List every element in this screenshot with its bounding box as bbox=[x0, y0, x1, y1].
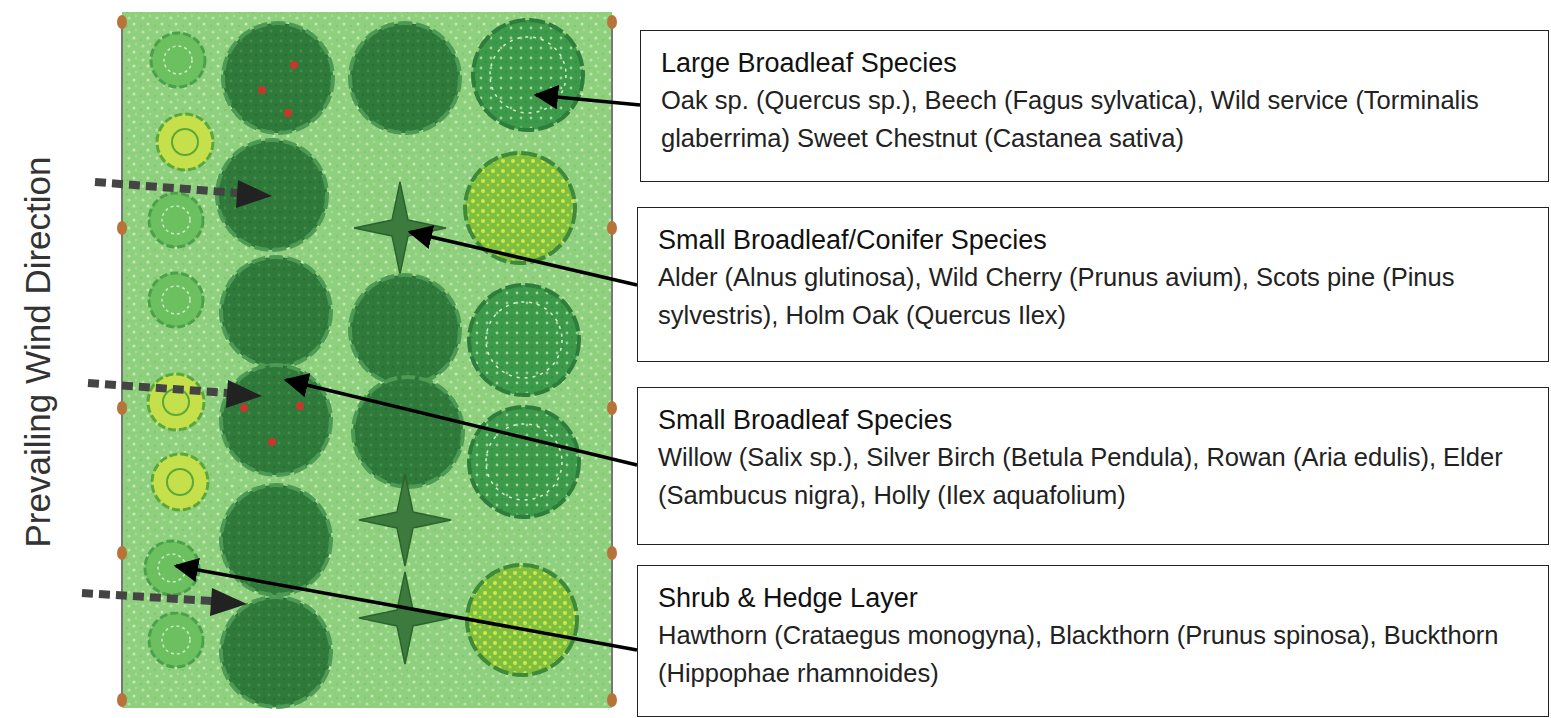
conifer-row bbox=[350, 23, 463, 664]
species-list: Hawthorn (Crataegus monogyna), Blackthor… bbox=[658, 616, 1530, 692]
wind-arrow bbox=[82, 180, 272, 616]
species-box: Shrub & Hedge LayerHawthorn (Crataegus m… bbox=[637, 565, 1549, 717]
box-heading: Small Broadleaf/Conifer Species bbox=[658, 222, 1530, 258]
species-box: Large Broadleaf SpeciesOak sp. (Quercus … bbox=[640, 30, 1549, 182]
large-broadleaf-row bbox=[465, 20, 583, 675]
species-box: Small Broadleaf/Conifer SpeciesAlder (Al… bbox=[637, 207, 1549, 362]
species-box: Small Broadleaf SpeciesWillow (Salix sp.… bbox=[637, 387, 1549, 545]
leader-line bbox=[176, 95, 640, 650]
species-list: Alder (Alnus glutinosa), Wild Cherry (Pr… bbox=[658, 258, 1530, 334]
box-heading: Large Broadleaf Species bbox=[661, 45, 1530, 81]
box-heading: Small Broadleaf Species bbox=[658, 402, 1530, 438]
axis-label: Prevailing Wind Direction bbox=[18, 157, 58, 548]
box-heading: Shrub & Hedge Layer bbox=[658, 580, 1530, 616]
species-list: Oak sp. (Quercus sp.), Beech (Fagus sylv… bbox=[661, 81, 1530, 157]
planting-ground bbox=[122, 12, 612, 708]
species-list: Willow (Salix sp.), Silver Birch (Betula… bbox=[658, 438, 1530, 514]
